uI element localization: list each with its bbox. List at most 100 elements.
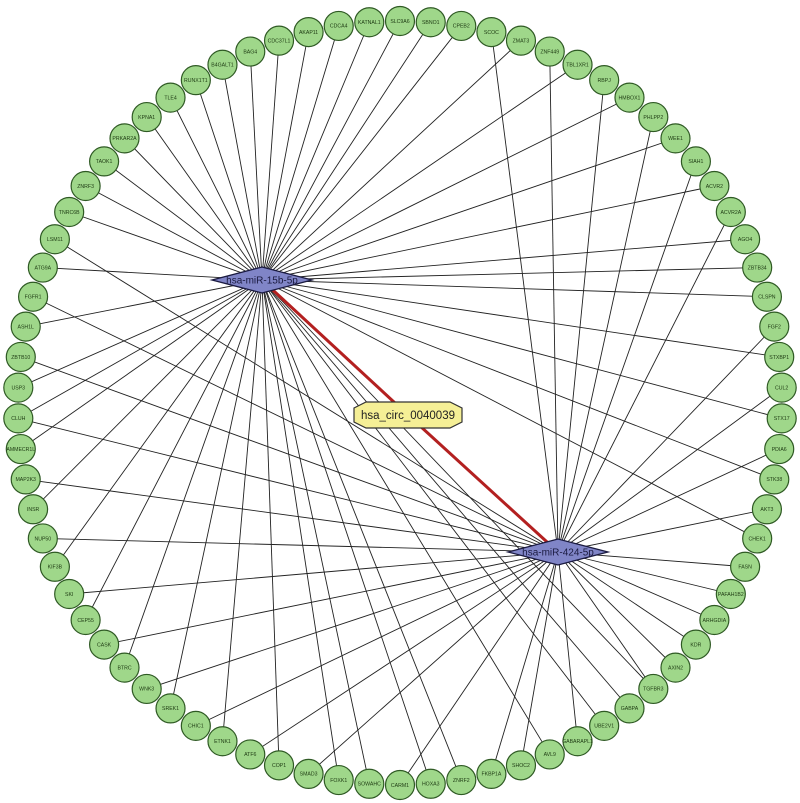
gene-node[interactable]: ZBTB10 (5, 341, 36, 373)
gene-node[interactable]: MAP2K3 (10, 464, 41, 495)
gene-circle-shape (89, 629, 120, 660)
gene-node[interactable]: ZNRF3 (70, 170, 101, 202)
gene-node[interactable]: ZNRF2 (446, 764, 477, 796)
gene-node[interactable]: CDC37L1 (263, 25, 295, 56)
gene-node[interactable]: SREK1 (155, 693, 186, 724)
gene-circle-shape (10, 464, 41, 495)
gene-node[interactable]: AKAP11 (293, 17, 324, 48)
gene-label: GABPA (621, 706, 639, 712)
gene-node[interactable]: WEE1 (660, 123, 691, 154)
gene-node[interactable]: TLE4 (155, 82, 186, 113)
gene-node[interactable]: PDIA6 (764, 433, 795, 465)
gene-node[interactable]: SHOC2 (505, 750, 537, 781)
gene-label: TNRC6B (59, 210, 80, 216)
gene-node[interactable]: RUNX1T1 (180, 65, 211, 96)
gene-node[interactable]: ACVR2 (699, 170, 730, 202)
gene-node[interactable]: BAG4 (235, 36, 266, 67)
gene-node[interactable]: CPEB2 (446, 10, 477, 42)
gene-label: HMBOX1 (619, 95, 641, 101)
gene-node[interactable]: WNK3 (131, 673, 162, 705)
gene-node[interactable]: HMBOX1 (614, 82, 645, 113)
gene-node[interactable]: FOXK1 (323, 764, 354, 796)
gene-node[interactable]: STK38 (759, 464, 790, 495)
gene-node[interactable]: INSR (17, 494, 49, 525)
gene-node[interactable]: ASH1L (10, 311, 41, 342)
gene-node[interactable]: AXIN2 (660, 652, 691, 683)
gene-node[interactable]: SLC9A6 (384, 5, 416, 37)
gene-label: ZNF449 (540, 49, 559, 55)
gene-node[interactable]: KDR (680, 629, 711, 660)
gene-node[interactable]: SKI (54, 578, 85, 610)
gene-node[interactable]: USP3 (3, 372, 34, 403)
gene-node[interactable]: ATG9A (27, 252, 58, 283)
gene-node[interactable]: STX17 (766, 403, 797, 434)
gene-node[interactable]: CDCA4 (323, 10, 354, 42)
gene-node[interactable]: KATNAL1 (354, 7, 385, 38)
gene-node[interactable]: AMMECR1L (5, 433, 36, 465)
gene-node[interactable]: FGF2 (759, 311, 790, 342)
gene-label: CHEK1 (749, 536, 766, 542)
gene-node[interactable]: SBNO1 (415, 7, 446, 38)
gene-node[interactable]: CARM1 (384, 769, 416, 801)
gene-node[interactable]: KPNA1 (131, 101, 162, 133)
gene-node[interactable]: GABARAPL1 (562, 726, 593, 757)
gene-node[interactable]: NUP50 (27, 523, 58, 554)
gene-label: SOWAHC (358, 782, 381, 788)
gene-node[interactable]: SOWAHC (354, 768, 385, 799)
gene-node[interactable]: UBE2V1 (589, 710, 620, 741)
gene-node[interactable]: PRKAR2A (109, 123, 140, 154)
gene-node[interactable]: AGO4 (730, 224, 761, 255)
gene-node[interactable]: STXBP1 (764, 341, 795, 373)
gene-node[interactable]: CHIC1 (180, 710, 211, 741)
gene-node[interactable]: SCOC (476, 17, 507, 48)
gene-node[interactable]: TGFBR3 (638, 673, 669, 705)
gene-node[interactable]: KIF3B (39, 551, 70, 582)
gene-node[interactable]: B4GALT1 (207, 49, 238, 80)
gene-node[interactable]: SIAH1 (680, 146, 711, 177)
circrna-node[interactable]: hsa_circ_0040039 (353, 401, 463, 429)
edge-GABPA-hsa-miR-15b-5p (261, 279, 630, 709)
mirna-label: hsa-miR-424-5p (522, 548, 594, 559)
gene-label: ZMAT3 (513, 38, 530, 44)
gene-circle-shape (764, 341, 795, 373)
gene-node[interactable]: CLUH (3, 403, 34, 434)
gene-node[interactable]: CHEK1 (742, 523, 773, 554)
gene-node[interactable]: RBPJ (589, 65, 620, 96)
edge-ARHGDIA-hsa-miR-424-5p (557, 551, 715, 621)
edge-TGFBR3-hsa-miR-15b-5p (261, 279, 654, 690)
gene-node[interactable]: FGFR1 (17, 281, 49, 312)
gene-node[interactable]: ETNK1 (207, 726, 238, 757)
gene-node[interactable]: PHLPP2 (638, 101, 669, 133)
gene-node[interactable]: HOXA3 (415, 768, 446, 799)
gene-node[interactable]: FASN (730, 551, 761, 582)
gene-circle-shape (534, 739, 565, 770)
gene-node[interactable]: AKT3 (751, 494, 783, 525)
mirna-node-hsa-miR-15b-5p[interactable]: hsa-miR-15b-5p (209, 266, 315, 294)
gene-node[interactable]: ATF6 (235, 739, 266, 770)
gene-node[interactable]: CEP55 (70, 604, 101, 636)
gene-node[interactable]: ZNF449 (534, 36, 565, 67)
gene-node[interactable]: CUL2 (766, 372, 797, 403)
gene-node[interactable]: LSM11 (39, 224, 70, 255)
gene-node[interactable]: ZBTB34 (742, 252, 773, 283)
mirna-node-hsa-miR-424-5p[interactable]: hsa-miR-424-5p (505, 538, 611, 566)
gene-node[interactable]: TNRC6B (54, 196, 85, 228)
gene-node[interactable]: CLSPN (751, 281, 783, 312)
gene-node[interactable]: CASK (89, 629, 120, 660)
circrna-edge-hsa-miR-15b-5p (260, 278, 410, 417)
edge-AGO4-hsa-miR-15b-5p (261, 238, 746, 281)
edge-TLE4-hsa-miR-15b-5p (170, 97, 263, 281)
gene-node[interactable]: GABPA (614, 693, 645, 724)
gene-node[interactable]: PAFAH1B2 (715, 578, 746, 610)
gene-node[interactable]: TBL1XR1 (562, 49, 593, 80)
gene-node[interactable]: ARHGDIA (699, 604, 730, 636)
gene-node[interactable]: FKBP1A (476, 758, 507, 789)
gene-node[interactable]: COP1 (263, 750, 295, 781)
gene-circle-shape (10, 311, 41, 342)
gene-node[interactable]: AVL9 (534, 739, 565, 770)
gene-node[interactable]: ACVR2A (715, 196, 746, 228)
gene-node[interactable]: BTRC (109, 652, 140, 683)
gene-node[interactable]: ZMAT3 (505, 25, 537, 56)
gene-node[interactable]: SMAD3 (293, 758, 324, 789)
gene-node[interactable]: TAOK1 (89, 146, 120, 177)
